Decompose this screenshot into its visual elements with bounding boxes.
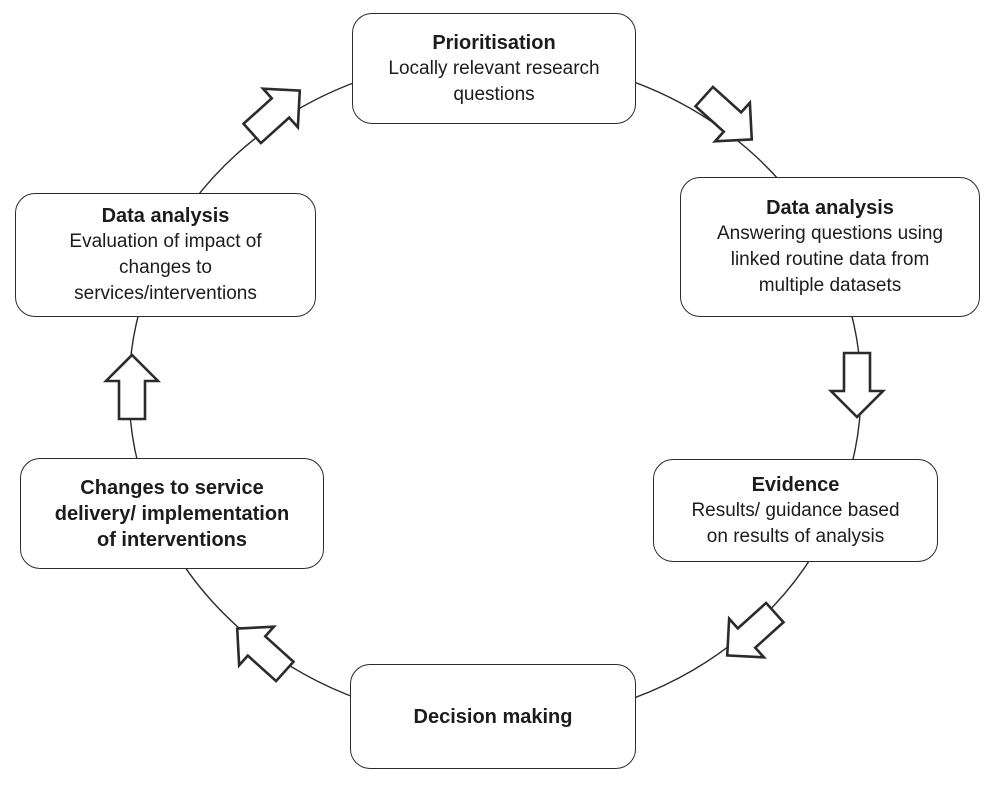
flow-arrow-down-right-icon — [685, 75, 771, 161]
node-title: Evidence — [751, 473, 840, 496]
flow-arrow-up-right-icon — [233, 69, 319, 155]
node-data-analysis-left: Data analysis Evaluation of impact of ch… — [15, 193, 316, 317]
flow-arrow-down-left-icon — [708, 591, 794, 677]
node-decision-making: Decision making — [350, 664, 636, 769]
node-subtitle: Evaluation of impact of changes to servi… — [69, 231, 262, 304]
node-title: Prioritisation — [432, 31, 556, 54]
node-data-analysis-right: Data analysis Answering questions using … — [680, 177, 980, 317]
node-changes-to-service: Changes to service delivery/ implementat… — [20, 458, 324, 569]
flow-arrow-down-icon — [829, 351, 885, 419]
node-title: Decision making — [413, 705, 573, 728]
node-evidence: Evidence Results/ guidance based on resu… — [653, 459, 938, 562]
flow-arrow-up-icon — [104, 353, 160, 421]
node-title: Changes to service delivery/ implementat… — [54, 476, 290, 551]
node-title: Data analysis — [766, 197, 894, 219]
node-subtitle: Results/ guidance based on results of an… — [691, 499, 900, 547]
node-prioritisation: Prioritisation Locally relevant research… — [352, 13, 636, 124]
node-subtitle: Locally relevant research questions — [388, 57, 600, 105]
node-title: Data analysis — [101, 205, 230, 227]
node-subtitle: Answering questions using linked routine… — [716, 223, 944, 296]
